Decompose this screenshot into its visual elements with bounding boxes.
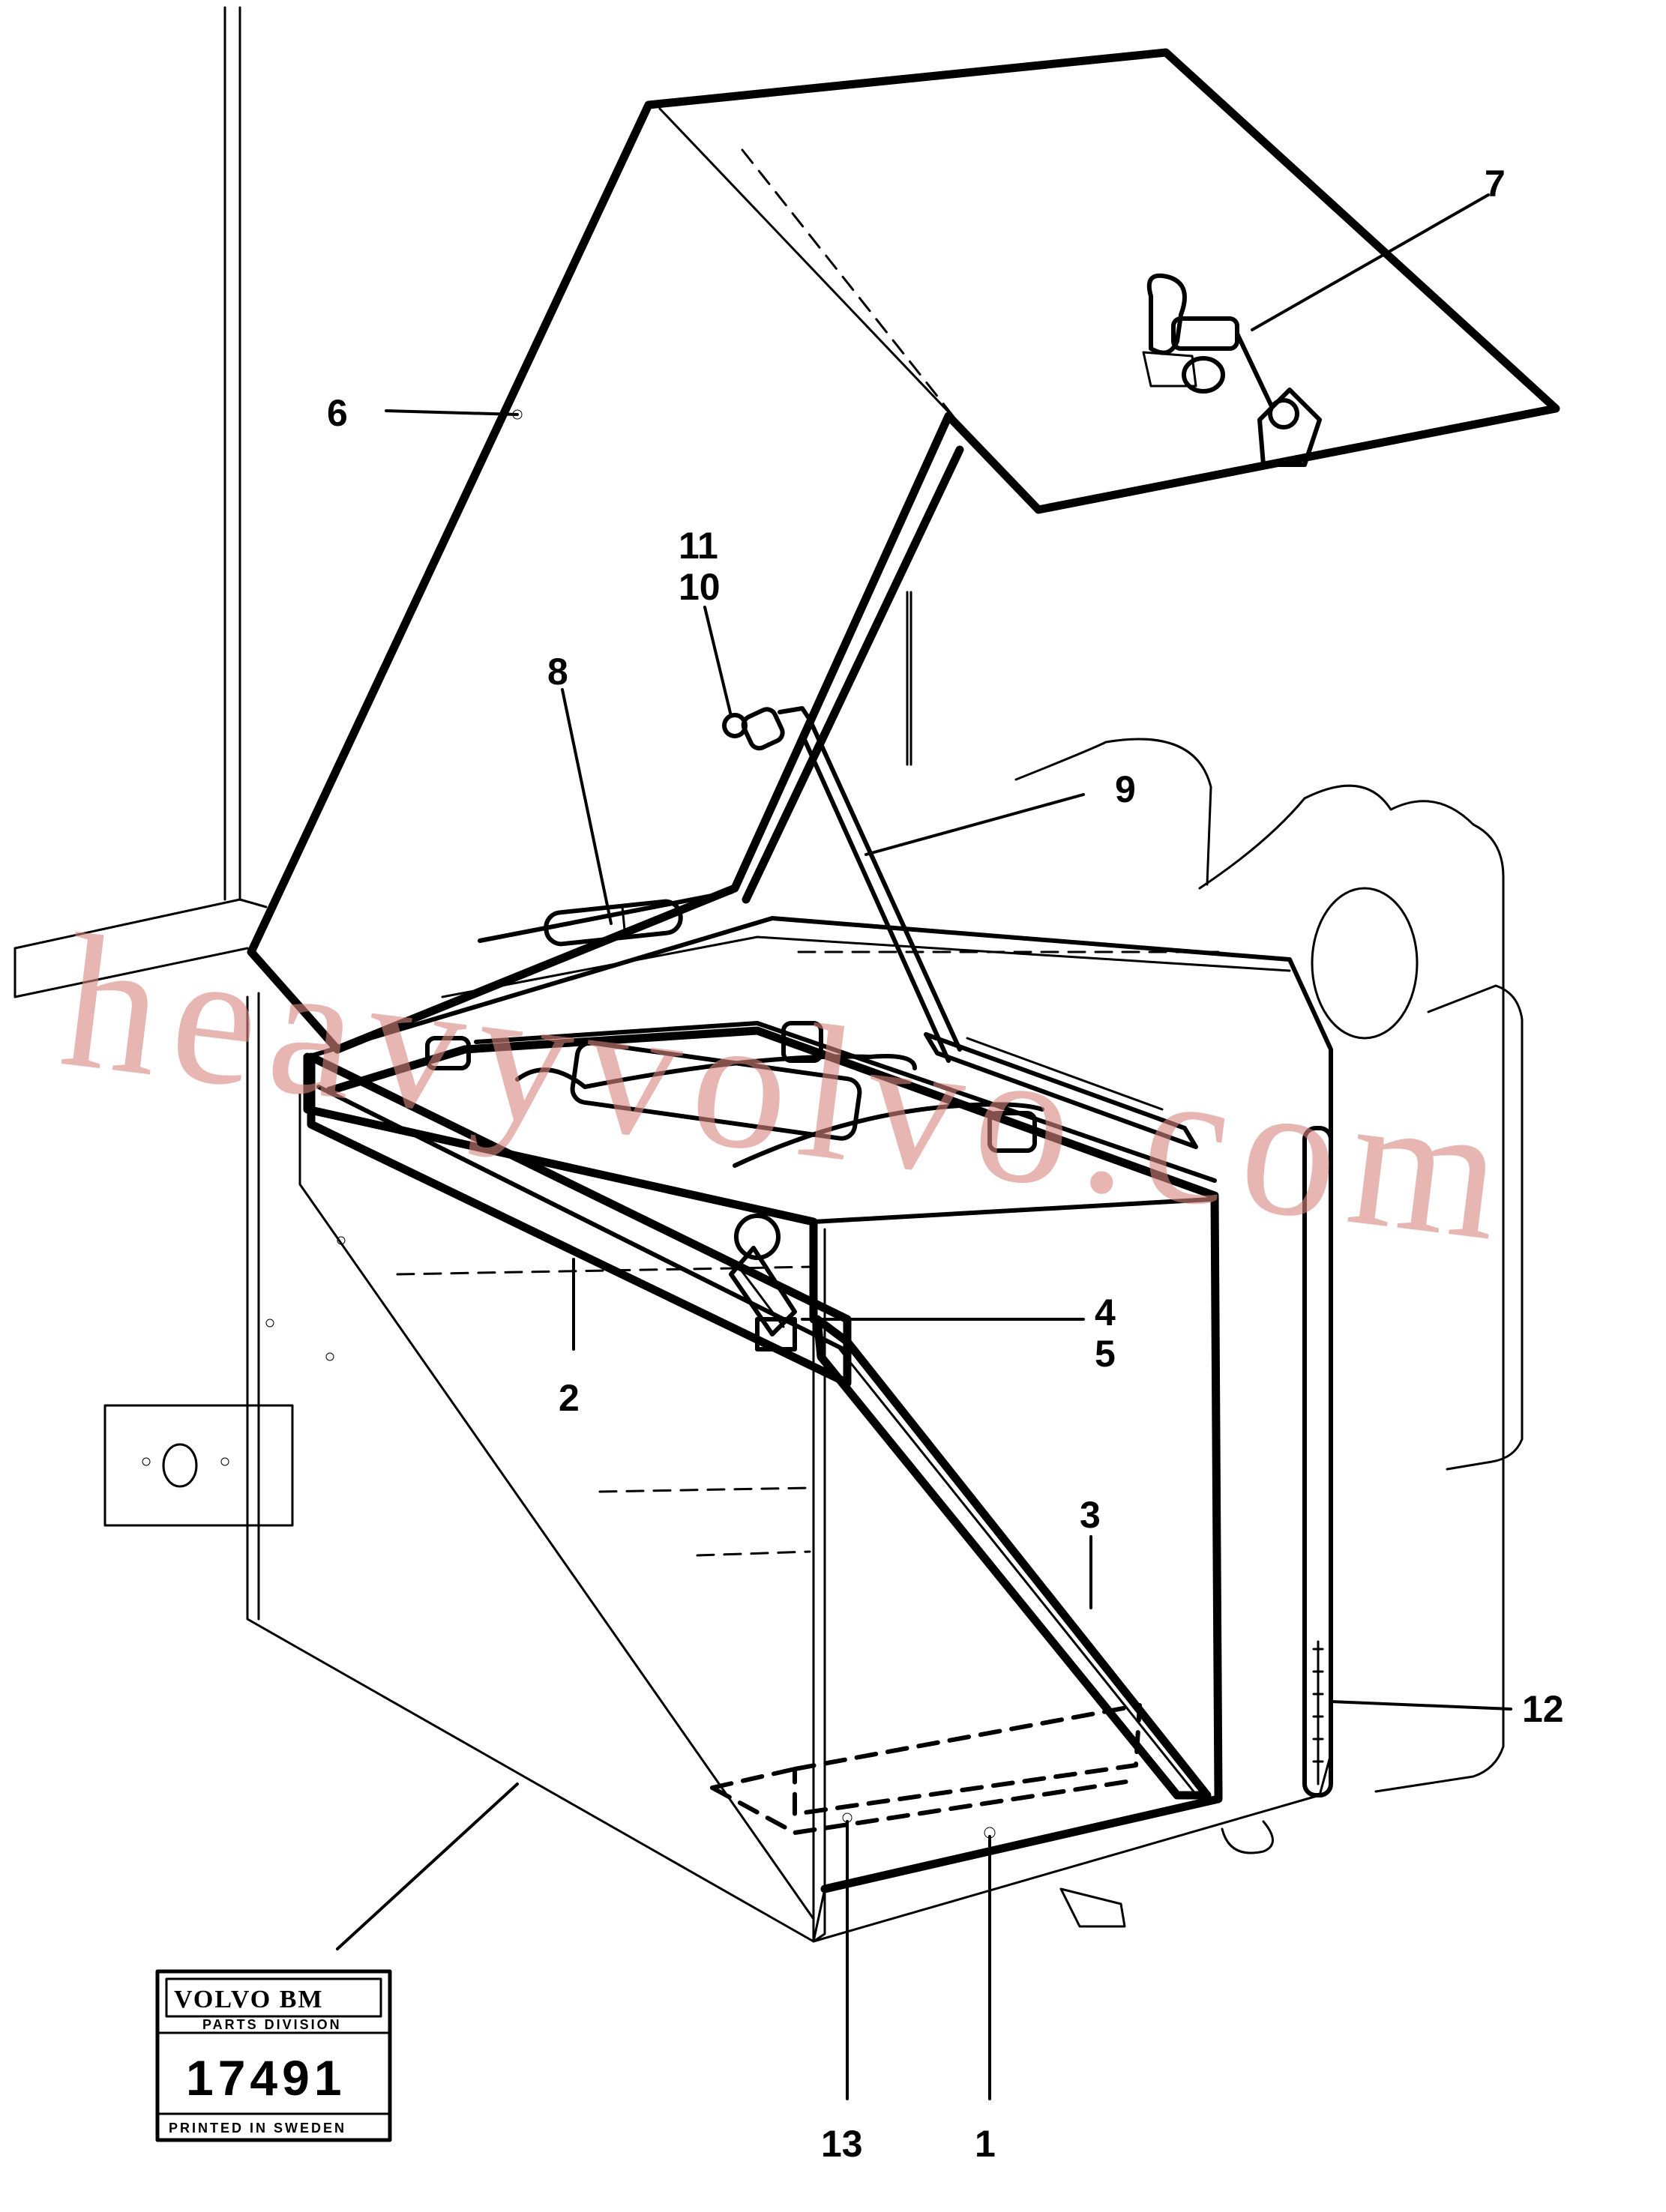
battery-tray	[710, 1703, 1223, 1943]
stamp-division: PARTS DIVISION	[202, 2017, 342, 2032]
callout-10: 10	[679, 566, 721, 608]
callout-6: 6	[327, 392, 348, 434]
stamp-brand: VOLVO BM	[174, 1986, 323, 2013]
callout-8: 8	[547, 651, 568, 693]
battery-box-lid	[247, 48, 1560, 1054]
stamp-number: 17491	[186, 2050, 346, 2106]
callout-1: 1	[975, 2123, 996, 2165]
leader-lines	[336, 193, 1512, 2100]
callout-7: 7	[1485, 163, 1506, 205]
lid-support-rod	[722, 706, 1198, 1149]
bottom-clips	[1059, 1820, 1274, 1928]
callout-9: 9	[1115, 768, 1136, 810]
callout-11: 11	[679, 525, 718, 567]
clamp-bolt	[729, 1214, 797, 1351]
callout-13: 13	[821, 2123, 863, 2165]
machine-frame	[13, 6, 912, 998]
vent-strip	[1302, 1126, 1333, 1797]
callout-anchors	[512, 409, 996, 1839]
callout-2: 2	[559, 1377, 580, 1419]
hold-down-bar	[307, 1052, 1212, 1800]
callout-12: 12	[1522, 1688, 1564, 1730]
hidden-lines	[396, 148, 1220, 1557]
mounting-plate	[103, 1236, 346, 1527]
side-frame	[1014, 738, 1524, 1793]
callout-labels: 6 7 11 10 8 9 2 4 5 3 12 13 1	[327, 163, 1564, 2165]
callout-4: 4	[1095, 1292, 1116, 1333]
lid-latch	[1142, 273, 1322, 467]
volvo-bm-stamp: VOLVO BM PARTS DIVISION 17491 PRINTED IN…	[155, 1969, 392, 2142]
watermark-text: heavyvolvo.com	[52, 895, 1525, 1283]
callout-5: 5	[1095, 1333, 1116, 1375]
callout-3: 3	[1080, 1494, 1101, 1536]
lid-hinge	[544, 899, 683, 947]
stamp-printed: PRINTED IN SWEDEN	[169, 2121, 346, 2136]
